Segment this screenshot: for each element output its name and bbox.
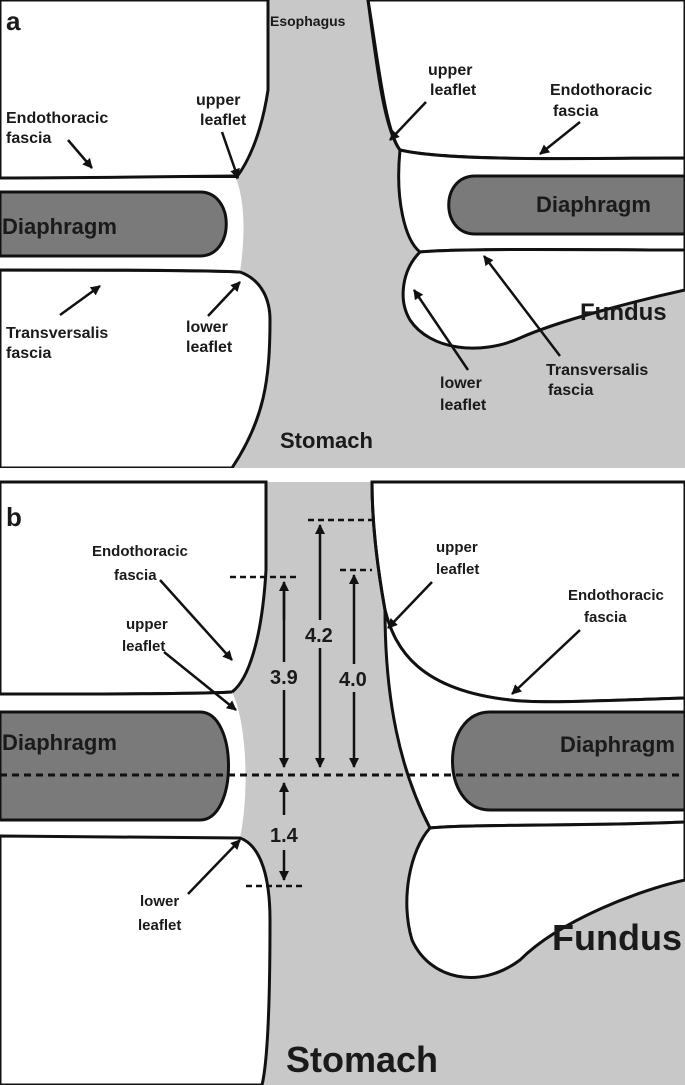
panel-b-upper-leaflet-right-label: upper — [436, 539, 478, 556]
panel-a-endothoracic-right-label: Endothoracic — [550, 82, 652, 99]
panel-a-lower-leaflet-left-label-2: leaflet — [186, 339, 233, 356]
panel-b-fundus-pocket — [405, 820, 685, 979]
panel-a-diaphragm-right-label: Diaphragm — [536, 192, 651, 217]
panel-separator — [0, 468, 685, 482]
measurement-1-4: 1.4 — [270, 825, 299, 847]
measurement-3-9: 3.9 — [270, 667, 298, 689]
panel-b-upper-leaflet-left-label-2: leaflet — [122, 638, 165, 655]
panel-a-upper-leaflet-right-label-2: leaflet — [430, 82, 477, 99]
panel-b-endothoracic-right-label: Endothoracic — [568, 587, 664, 604]
panel-b-left-lower-white-region — [0, 834, 272, 1085]
panel-a-lower-leaflet-right-label-2: leaflet — [440, 397, 487, 414]
panel-a-right-white-region — [366, 0, 685, 161]
panel-b-lower-leaflet-left-label-2: leaflet — [138, 917, 181, 934]
panel-b-stomach-label: Stomach — [286, 1039, 438, 1080]
panel-a-upper-leaflet-right-label: upper — [428, 62, 472, 79]
panel-a-stomach-label: Stomach — [280, 428, 373, 453]
measurement-4-2: 4.2 — [305, 625, 333, 647]
panel-a-endothoracic-right-label-2: fascia — [553, 103, 598, 120]
panel-b-endothoracic-left-label: Endothoracic — [92, 543, 188, 560]
panel-b-endothoracic-left-label-2: fascia — [114, 567, 157, 584]
panel-a-upper-leaflet-left-label-2: leaflet — [200, 112, 247, 129]
panel-a-diaphragm-right — [447, 174, 685, 236]
panel-b: 3.9 4.2 4.0 1.4 b Endothoracic fascia up… — [0, 480, 685, 1085]
panel-b-diaphragm-left-label: Diaphragm — [2, 730, 117, 755]
panel-a-transversalis-left-label-2: fascia — [6, 345, 51, 362]
panel-a-diaphragm-left-label: Diaphragm — [2, 214, 117, 239]
panel-a-transversalis-right-label: Transversalis — [546, 362, 648, 379]
panel-a-transversalis-right-label-2: fascia — [548, 382, 593, 399]
panel-a-left-lower-white-region — [0, 268, 272, 470]
panel-a-fundus-pocket — [401, 248, 685, 350]
panel-b-diaphragm-left — [0, 710, 230, 822]
panel-b-fundus-label: Fundus — [552, 917, 682, 958]
panel-a-esophagus-label: Esophagus — [270, 13, 346, 29]
panel-a-endothoracic-left-label: Endothoracic — [6, 110, 108, 127]
panel-a: a Esophagus Endothoracic fascia upper le… — [0, 0, 685, 470]
panel-b-upper-leaflet-right-label-2: leaflet — [436, 561, 479, 578]
panel-b-diaphragm-right — [451, 710, 685, 812]
panel-b-diaphragm-right-label: Diaphragm — [560, 732, 675, 757]
panel-a-transversalis-left-label: Transversalis — [6, 325, 108, 342]
panel-a-endothoracic-left-label-2: fascia — [6, 130, 51, 147]
panel-a-upper-leaflet-left-label: upper — [196, 92, 240, 109]
panel-a-fundus-label: Fundus — [580, 299, 667, 326]
panel-b-letter: b — [6, 502, 22, 532]
panel-b-endothoracic-right-label-2: fascia — [584, 609, 627, 626]
panel-b-lower-leaflet-left-label: lower — [140, 893, 179, 910]
panel-b-upper-leaflet-left-label: upper — [126, 616, 168, 633]
measurement-4-0: 4.0 — [339, 669, 367, 691]
panel-a-diaphragm-left — [0, 190, 228, 258]
panel-a-letter: a — [6, 6, 21, 36]
panel-a-lower-leaflet-left-label: lower — [186, 319, 228, 336]
panel-b-left-white-region — [0, 480, 268, 696]
panel-a-lower-leaflet-right-label: lower — [440, 375, 482, 392]
